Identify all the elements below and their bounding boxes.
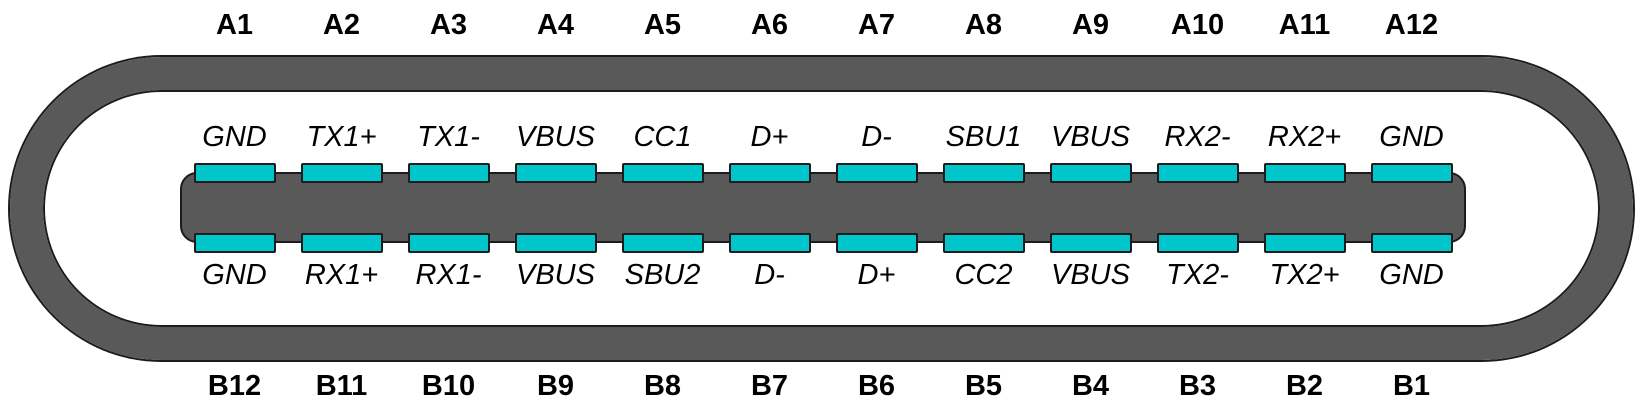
- pin-pad-bottom: [1049, 233, 1132, 253]
- signal-name-b: VBUS: [1051, 259, 1130, 291]
- pin-pad-top: [942, 163, 1025, 183]
- pin-label-b: B12: [207, 370, 262, 402]
- pin-label-b: B10: [421, 370, 476, 402]
- pin-pad-top: [1263, 163, 1346, 183]
- pin-pad-top: [407, 163, 490, 183]
- signal-name-b: D+: [857, 259, 896, 291]
- pin-pad-bottom: [1370, 233, 1453, 253]
- pin-pad-bottom: [300, 233, 383, 253]
- pin-label-a: A5: [643, 9, 682, 41]
- pin-label-a: A10: [1170, 9, 1225, 41]
- pin-label-b: B9: [536, 370, 575, 402]
- signal-name-a: TX1-: [417, 121, 480, 153]
- signal-name-a: TX1+: [306, 121, 377, 153]
- signal-name-a: VBUS: [516, 121, 595, 153]
- pin-label-a: A2: [322, 9, 361, 41]
- pin-label-b: B4: [1071, 370, 1110, 402]
- pin-pad-top: [514, 163, 597, 183]
- signal-name-b: SBU2: [624, 259, 701, 291]
- signal-name-a: CC1: [633, 121, 692, 153]
- pin-pad-bottom: [407, 233, 490, 253]
- pin-pad-bottom: [835, 233, 918, 253]
- signal-name-a: RX2+: [1267, 121, 1342, 153]
- pin-label-b: B2: [1285, 370, 1324, 402]
- pin-pad-top: [1370, 163, 1453, 183]
- pin-label-b: B7: [750, 370, 789, 402]
- connector-tongue: [180, 172, 1466, 243]
- signal-name-b: D-: [754, 259, 785, 291]
- signal-name-a: GND: [1379, 121, 1444, 153]
- pin-pad-top: [1049, 163, 1132, 183]
- pin-pad-bottom: [193, 233, 276, 253]
- signal-name-a: GND: [202, 121, 267, 153]
- pin-label-a: A8: [964, 9, 1003, 41]
- pin-label-a: A1: [215, 9, 254, 41]
- pin-pad-bottom: [728, 233, 811, 253]
- pin-label-b: B11: [315, 370, 368, 402]
- pin-label-a: A9: [1071, 9, 1110, 41]
- pin-pad-top: [193, 163, 276, 183]
- pin-label-a: A12: [1384, 9, 1439, 41]
- pin-pad-top: [1156, 163, 1239, 183]
- signal-name-b: RX1-: [415, 259, 482, 291]
- signal-name-b: CC2: [954, 259, 1013, 291]
- signal-name-b: GND: [1379, 259, 1444, 291]
- pin-pad-top: [728, 163, 811, 183]
- pin-pad-bottom: [514, 233, 597, 253]
- signal-name-b: VBUS: [516, 259, 595, 291]
- signal-name-b: TX2+: [1269, 259, 1340, 291]
- pin-label-b: B1: [1392, 370, 1431, 402]
- pin-label-a: A4: [536, 9, 575, 41]
- signal-name-b: RX1+: [304, 259, 379, 291]
- pin-label-b: B3: [1178, 370, 1217, 402]
- signal-name-a: SBU1: [945, 121, 1022, 153]
- signal-name-a: D-: [861, 121, 892, 153]
- pin-pad-bottom: [942, 233, 1025, 253]
- signal-name-a: RX2-: [1164, 121, 1231, 153]
- signal-name-a: VBUS: [1051, 121, 1130, 153]
- pin-pad-top: [621, 163, 704, 183]
- signal-name-b: GND: [202, 259, 267, 291]
- pin-label-b: B8: [643, 370, 682, 402]
- pin-label-b: B5: [964, 370, 1003, 402]
- pin-pad-top: [835, 163, 918, 183]
- pin-pad-bottom: [1156, 233, 1239, 253]
- signal-name-a: D+: [750, 121, 789, 153]
- pin-label-a: A3: [429, 9, 468, 41]
- pin-pad-top: [300, 163, 383, 183]
- pin-pad-bottom: [1263, 233, 1346, 253]
- pin-label-b: B6: [857, 370, 896, 402]
- pin-label-a: A7: [857, 9, 896, 41]
- signal-name-b: TX2-: [1166, 259, 1229, 291]
- pin-label-a: A11: [1278, 9, 1331, 41]
- pin-label-a: A6: [750, 9, 789, 41]
- pin-pad-bottom: [621, 233, 704, 253]
